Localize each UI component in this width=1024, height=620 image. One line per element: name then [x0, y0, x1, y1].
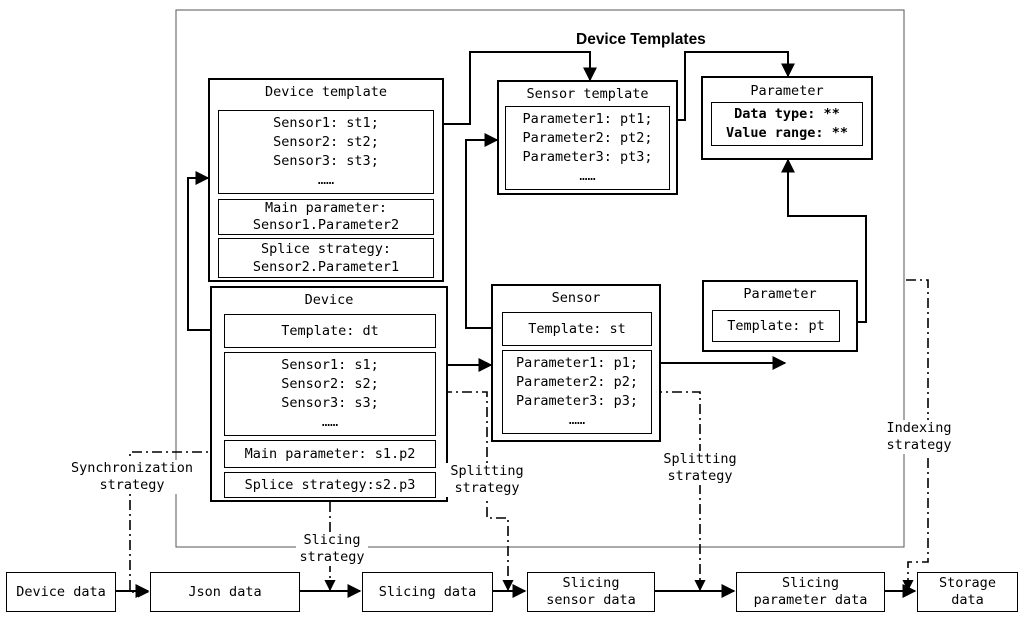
node-label: Json data: [188, 583, 262, 600]
label-line: Slicing: [303, 532, 361, 548]
main-parameter-value: Sensor1.Parameter2: [252, 217, 400, 233]
label-line: strategy: [886, 437, 952, 453]
parameter-template-box: Parameter Data type: ** Value range: **: [701, 76, 873, 160]
node-label: Slicing data: [378, 583, 477, 600]
list-item: Parameter2: p2;: [516, 374, 638, 390]
label-line: strategy: [299, 549, 365, 565]
diagram-heading: Device Templates: [576, 31, 706, 48]
list-item: ……: [568, 412, 586, 428]
arrow-sensor-to-sensor-template: [465, 133, 502, 329]
json-data-node: Json data: [150, 572, 300, 612]
device-template-box: Device template Sensor1: st1; Sensor2: s…: [208, 78, 444, 282]
splitting-right-line: [652, 391, 706, 592]
parameter-template-details: Data type: ** Value range: **: [711, 102, 863, 146]
device-splice-strategy: Splice strategy:s2.p3: [224, 472, 436, 498]
node-label: Slicing: [782, 575, 839, 591]
sensor-title: Sensor: [551, 290, 601, 306]
node-label: sensor data: [546, 592, 636, 608]
device-box: Device Template: dt Sensor1: s1; Sensor2…: [210, 286, 448, 502]
label-line: strategy: [667, 468, 733, 484]
device-template-splice-strategy: Splice strategy: Sensor2.Parameter1: [218, 238, 434, 278]
label-line: Splitting: [450, 463, 524, 479]
list-item: Sensor2: st2;: [273, 134, 379, 150]
splitting-strategy-label-left: Splitting strategy: [445, 463, 529, 497]
list-item: Sensor3: s3;: [281, 395, 379, 411]
device-main-parameter-text: Main parameter: s1.p2: [244, 445, 416, 462]
node-label: Storage: [939, 575, 996, 591]
list-item: ……: [321, 414, 339, 430]
node-label: Device data: [16, 583, 106, 600]
synchronization-strategy-label: Synchronization strategy: [66, 460, 198, 494]
device-main-parameter: Main parameter: s1.p2: [224, 440, 436, 468]
device-template-main-parameter: Main parameter: Sensor1.Parameter2: [218, 199, 434, 235]
list-item: Parameter3: p3;: [516, 393, 638, 409]
slicing-sensor-data-node: Slicing sensor data: [527, 572, 655, 612]
device-template-field: Template: dt: [224, 314, 436, 348]
list-item: Sensor2: s2;: [281, 376, 379, 392]
list-item: Parameter3: pt3;: [522, 149, 653, 165]
device-template-ref: Template: dt: [281, 322, 379, 339]
parameter-template-ref: Template: pt: [727, 317, 825, 334]
node-label: parameter data: [753, 592, 868, 608]
templates-frame: [175, 9, 905, 548]
parameter-box: Parameter Template: pt: [702, 280, 858, 352]
storage-data-node: Storage data: [917, 572, 1018, 612]
label-line: Splitting: [663, 451, 737, 467]
sensor-template-box: Sensor template Parameter1: pt1; Paramet…: [497, 80, 678, 195]
sensor-template-title: Sensor template: [526, 86, 649, 102]
device-template-sensor-list: Sensor1: st1; Sensor2: st2; Sensor3: st3…: [218, 110, 434, 194]
indexing-strategy-line: [902, 279, 929, 592]
parameter-template-field: Template: pt: [712, 310, 840, 342]
value-range-line: Value range: **: [726, 125, 848, 141]
data-type-line: Data type: **: [734, 106, 840, 122]
label-line: strategy: [99, 477, 165, 493]
sensor-template-parameter-list: Parameter1: pt1; Parameter2: pt2; Parame…: [505, 106, 670, 190]
sync-strategy-line: [129, 451, 222, 598]
main-parameter-label: Main parameter:: [265, 200, 387, 216]
splice-strategy-label: Splice strategy:: [260, 241, 392, 257]
indexing-strategy-label: Indexing strategy: [882, 420, 956, 454]
splice-strategy-value: Sensor2.Parameter1: [252, 259, 400, 275]
parameter-template-title: Parameter: [750, 83, 824, 99]
sensor-box: Sensor Template: st Parameter1: p1; Para…: [491, 284, 661, 442]
list-item: Sensor3: st3;: [273, 153, 379, 169]
slicing-parameter-data-node: Slicing parameter data: [736, 572, 885, 612]
slicing-strategy-label: Slicing strategy: [296, 532, 368, 566]
label-line: Synchronization: [71, 460, 193, 476]
parameter-title: Parameter: [743, 286, 817, 302]
sensor-parameter-list: Parameter1: p1; Parameter2: p2; Paramete…: [502, 350, 652, 434]
sensor-template-ref: Template: st: [528, 320, 626, 337]
splitting-strategy-label-right: Splitting strategy: [658, 451, 742, 485]
node-label: data: [951, 592, 984, 608]
list-item: Sensor1: s1;: [281, 357, 379, 373]
list-item: ……: [317, 172, 335, 188]
sensor-template-field: Template: st: [502, 312, 652, 346]
label-line: Indexing: [886, 420, 952, 436]
device-sensor-list: Sensor1: s1; Sensor2: s2; Sensor3: s3; ……: [224, 352, 436, 436]
list-item: Parameter1: pt1;: [522, 111, 653, 127]
list-item: Sensor1: st1;: [273, 115, 379, 131]
list-item: ……: [579, 168, 596, 184]
device-title: Device: [304, 292, 354, 308]
device-splice-strategy-text: Splice strategy:s2.p3: [244, 476, 416, 493]
list-item: Parameter1: p1;: [516, 355, 638, 371]
arrow-device-to-device-template: [187, 171, 222, 331]
list-item: Parameter2: pt2;: [522, 130, 653, 146]
splitting-left-line: [442, 391, 514, 592]
node-label: Slicing: [562, 575, 620, 591]
label-line: strategy: [454, 480, 520, 496]
device-data-node: Device data: [6, 572, 116, 612]
slicing-data-node: Slicing data: [362, 572, 493, 612]
device-template-title: Device template: [265, 84, 387, 100]
